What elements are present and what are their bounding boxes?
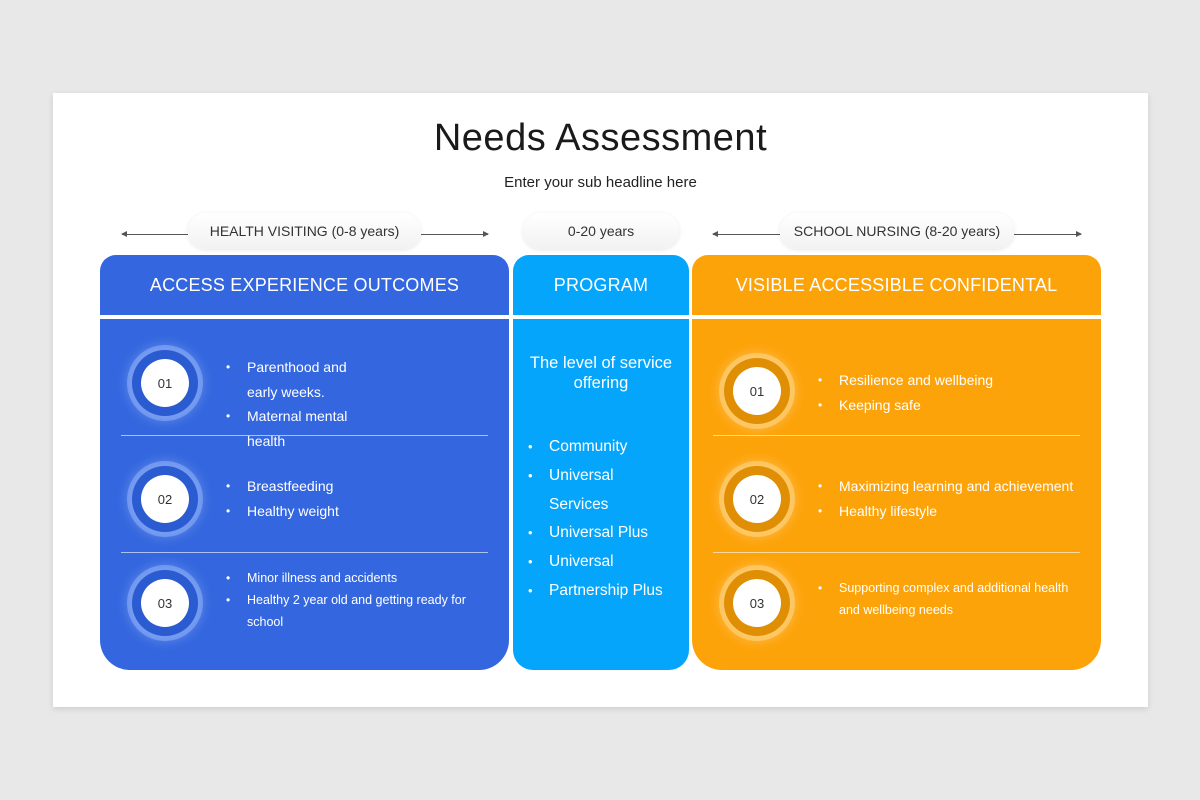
label-age-range: 0-20 years <box>523 213 679 249</box>
list-item: Partnership Plus <box>528 577 689 606</box>
slide-subtitle: Enter your sub headline here <box>504 174 697 191</box>
arrow-right-icon <box>1014 231 1082 237</box>
program-lead: The level of service offering <box>529 354 673 392</box>
arrow-right-icon <box>421 231 489 237</box>
list-item: 03 Supporting complex and additional hea… <box>692 553 1101 670</box>
list-item: Community <box>528 433 689 462</box>
divider <box>692 315 1101 319</box>
number-badge: 01 <box>724 358 790 424</box>
number-badge: 03 <box>724 570 790 636</box>
divider <box>713 552 1080 553</box>
column-header: PROGRAM <box>553 274 649 295</box>
number-badge: 03 <box>132 570 198 636</box>
list-item: 03 Minor illness and accidents Healthy 2… <box>100 553 509 670</box>
column-header: VISIBLE ACCESSIBLE CONFIDENTAL <box>735 274 1058 295</box>
slide: Needs Assessment Enter your sub headline… <box>53 93 1148 707</box>
divider <box>513 315 689 319</box>
label-health-visiting: HEALTH VISITING (0-8 years) <box>188 213 421 249</box>
list-item: 02 Maximizing learning and achievement H… <box>692 436 1101 553</box>
bullet-list: Breastfeeding Healthy weight <box>226 474 339 523</box>
bullet-list: Resilience and wellbeing Keeping safe <box>818 368 993 417</box>
column-program: PROGRAM The level of service offering Co… <box>513 255 689 670</box>
column-visible-accessible: VISIBLE ACCESSIBLE CONFIDENTAL 01 Resili… <box>692 255 1101 670</box>
list-item: Universal Plus <box>528 519 689 548</box>
divider <box>100 315 509 319</box>
list-item: 02 Breastfeeding Healthy weight <box>100 436 509 553</box>
divider <box>121 552 488 553</box>
program-list: Community Universal Services Universal P… <box>528 433 689 606</box>
bullet-list: Supporting complex and additional health… <box>818 577 1078 621</box>
list-item: Universal Services <box>528 462 638 520</box>
divider <box>121 435 488 436</box>
bullet-list: Minor illness and accidents Healthy 2 ye… <box>226 567 466 633</box>
number-badge: 02 <box>132 466 198 532</box>
divider <box>713 435 1080 436</box>
bullet-list: Parenthood and early weeks. Maternal men… <box>226 355 376 453</box>
arrow-left-icon <box>121 231 188 237</box>
column-header: ACCESS EXPERIENCE OUTCOMES <box>149 274 460 295</box>
slide-title: Needs Assessment <box>433 117 768 159</box>
column-access-experience: ACCESS EXPERIENCE OUTCOMES 01 Parenthood… <box>100 255 509 670</box>
label-school-nursing: SCHOOL NURSING (8-20 years) <box>780 213 1014 249</box>
arrow-left-icon <box>712 231 780 237</box>
list-item: 01 Resilience and wellbeing Keeping safe <box>692 319 1101 436</box>
number-badge: 01 <box>132 350 198 416</box>
number-badge: 02 <box>724 466 790 532</box>
list-item: Universal <box>528 548 689 577</box>
bullet-list: Maximizing learning and achievement Heal… <box>818 474 1073 523</box>
list-item: 01 Parenthood and early weeks. Maternal … <box>100 319 509 449</box>
